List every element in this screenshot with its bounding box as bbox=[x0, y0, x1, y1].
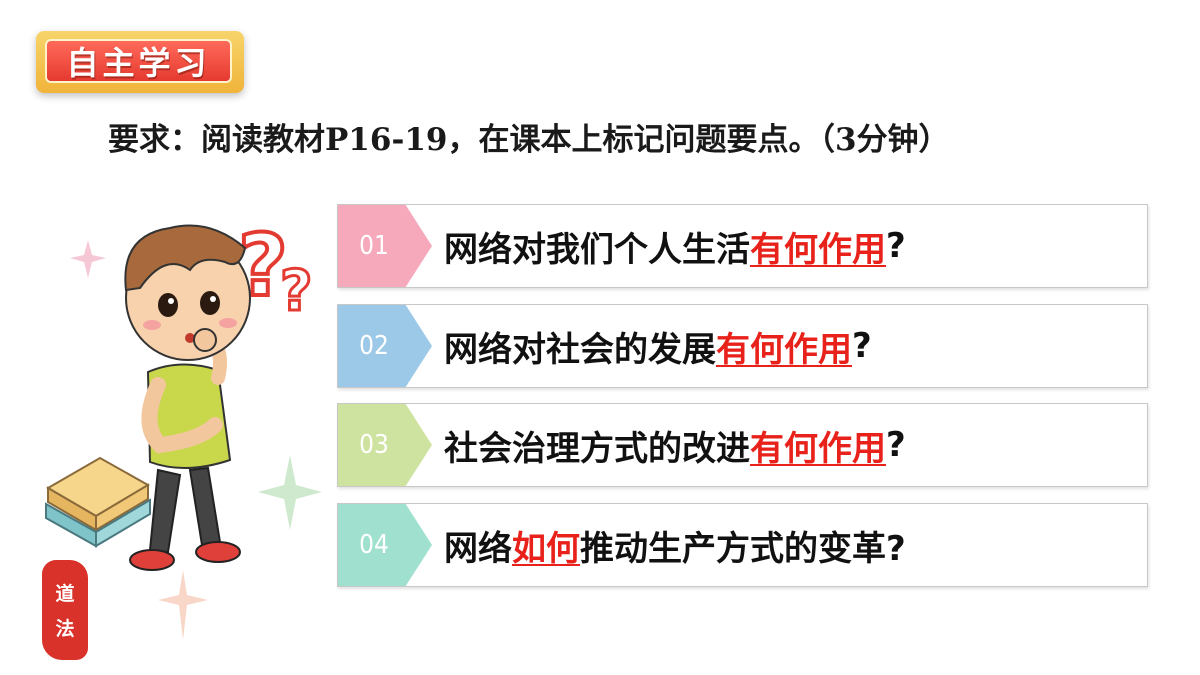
question-tab-02: 02 bbox=[338, 305, 432, 387]
requirement-text: 要求：阅读教材P16-19，在课本上标记问题要点。（3分钟） bbox=[108, 122, 950, 158]
seal-char: 道 bbox=[55, 583, 75, 605]
daofa-seal: 道 法 bbox=[42, 560, 88, 660]
question-suffix: 推动生产方式的变革? bbox=[580, 528, 906, 569]
section-badge-inner: 自主学习 bbox=[45, 39, 232, 83]
question-prefix: 网络 bbox=[444, 528, 512, 569]
section-title: 自主学习 bbox=[66, 44, 211, 82]
sparkle-icon bbox=[158, 570, 208, 640]
question-suffix: ? bbox=[886, 425, 906, 465]
question-mark-icon: ? bbox=[280, 259, 312, 324]
question-prefix: 网络对社会的发展 bbox=[444, 329, 716, 370]
question-highlight: 有何作用 bbox=[716, 329, 852, 370]
question-highlight: 有何作用 bbox=[750, 229, 886, 270]
question-number: 03 bbox=[359, 430, 389, 460]
question-tab-04: 04 bbox=[338, 504, 432, 586]
sparkle-icon bbox=[70, 240, 106, 278]
thinking-boy-illustration: ? ? bbox=[45, 214, 322, 640]
books-stack-icon bbox=[45, 456, 151, 548]
section-badge: 自主学习 bbox=[36, 31, 244, 93]
question-text: 社会治理方式的改进有何作用? bbox=[444, 404, 906, 486]
question-highlight: 有何作用 bbox=[750, 428, 886, 469]
question-number: 02 bbox=[359, 331, 389, 361]
question-highlight: 如何 bbox=[512, 528, 580, 569]
question-card-01: 01 网络对我们个人生活有何作用? bbox=[337, 204, 1148, 288]
question-text: 网络对社会的发展有何作用? bbox=[444, 305, 872, 387]
question-prefix: 网络对我们个人生活 bbox=[444, 229, 750, 270]
question-tab-03: 03 bbox=[338, 404, 432, 486]
seal-char: 法 bbox=[55, 618, 75, 640]
question-suffix: ? bbox=[886, 226, 906, 266]
question-number: 01 bbox=[359, 231, 389, 261]
question-suffix: ? bbox=[852, 326, 872, 366]
question-number: 04 bbox=[359, 530, 389, 560]
question-tab-01: 01 bbox=[338, 205, 432, 287]
sparkle-icon bbox=[258, 455, 322, 530]
question-prefix: 社会治理方式的改进 bbox=[444, 428, 750, 469]
question-card-04: 04 网络如何推动生产方式的变革? bbox=[337, 503, 1148, 587]
question-card-02: 02 网络对社会的发展有何作用? bbox=[337, 304, 1148, 388]
question-card-03: 03 社会治理方式的改进有何作用? bbox=[337, 403, 1148, 487]
question-text: 网络对我们个人生活有何作用? bbox=[444, 205, 906, 287]
question-text: 网络如何推动生产方式的变革? bbox=[444, 504, 906, 586]
